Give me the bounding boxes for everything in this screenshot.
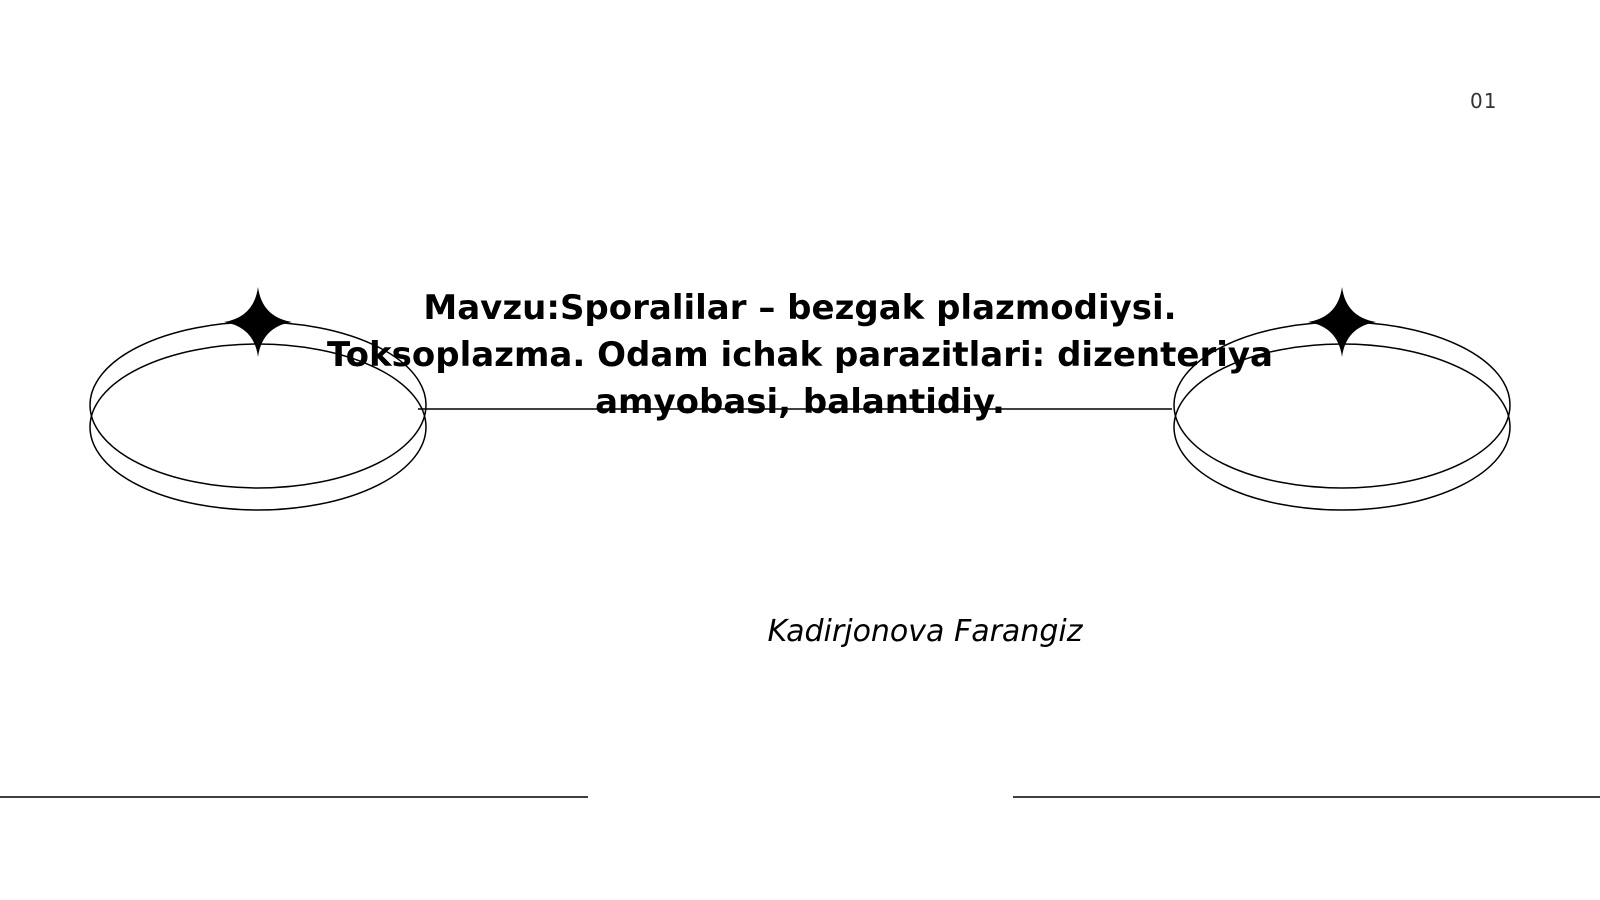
page-number: 01 xyxy=(1470,89,1498,113)
slide-title-line: Mavzu:Sporalilar – bezgak plazmodiysi. xyxy=(423,288,1177,328)
slide-title: Mavzu:Sporalilar – bezgak plazmodiysi. T… xyxy=(300,285,1300,426)
slide-title-line: amyobasi, balantidiy. xyxy=(595,382,1005,422)
slide-title-line: Toksoplazma. Odam ichak parazitlari: diz… xyxy=(327,335,1273,375)
left-sparkle-icon xyxy=(224,287,292,357)
author-name: Kadirjonova Farangiz xyxy=(767,614,1083,649)
right-sparkle-icon xyxy=(1308,287,1376,357)
